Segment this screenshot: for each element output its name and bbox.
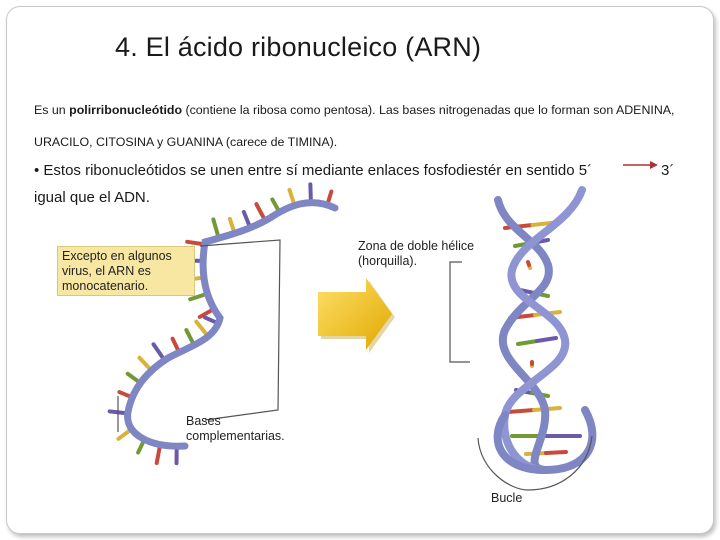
intro-paragraph: Es un polirribonucleótido (contiene la r… (34, 94, 704, 158)
transition-arrow-icon (318, 278, 395, 353)
bases-label: Bases complementarias. (186, 414, 285, 443)
nucleotide-base (544, 450, 568, 455)
hairpin-backbone-b (500, 186, 586, 474)
bases-bracket (117, 239, 281, 432)
bullet-continuation: igual que el ADN. (34, 189, 150, 206)
hairpin-label: Zona de doble hélice (horquilla). (358, 239, 475, 268)
monocatenario-callout: Excepto en algunos virus, el ARN es mono… (57, 246, 195, 296)
nucleotide-base (516, 339, 539, 346)
slide-title: 4. El ácido ribonucleico (ARN) (115, 32, 482, 62)
direction-arrow-icon (623, 161, 658, 169)
single-strand-group (107, 182, 339, 466)
loop-bracket (477, 435, 593, 491)
left-bases (107, 182, 334, 466)
single-strand-backbone (124, 199, 339, 450)
hairpin-backbone-a (494, 196, 553, 474)
loop-label: Bucle (491, 491, 523, 505)
nucleotide-base (535, 336, 558, 343)
nucleotide-base (526, 260, 531, 267)
hairpin-bracket (449, 261, 470, 363)
hairpin-group (493, 186, 597, 475)
intro-bold-term: polirribonucleótido (69, 103, 183, 117)
intro-post: (contiene la ribosa como pentosa). Las b… (34, 103, 675, 149)
bullet-paragraph: • Estos ribonucleótidos se unen entre sí… (34, 162, 593, 179)
bullet-end-label: 3´ (661, 162, 675, 179)
intro-pre: Es un (34, 103, 70, 117)
nucleotide-base (506, 408, 536, 414)
